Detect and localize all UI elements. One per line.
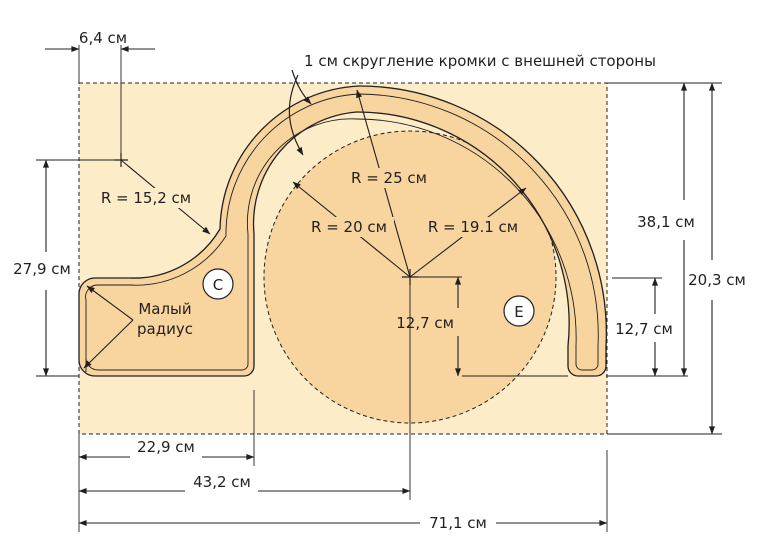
r-25-bg xyxy=(344,168,432,188)
part-e-badge xyxy=(503,295,535,327)
arch-edge-line-inner xyxy=(85,118,577,371)
edge-note-leader-2 xyxy=(288,74,304,156)
small-radius-leader-2 xyxy=(83,319,134,369)
dim-27-9-label: 27,9 см xyxy=(13,260,71,278)
small-radius-leader-1 xyxy=(86,285,134,321)
arch-edge-line-outer xyxy=(85,93,599,372)
dim-43-2-label: 43,2 см xyxy=(193,473,251,491)
dim-38-1-bg xyxy=(630,212,700,232)
dim-12-7-center-label: 12,7 см xyxy=(396,314,454,332)
edge-note-leader-1 xyxy=(291,69,312,105)
part-c-letter: C xyxy=(213,276,223,294)
dim-20-3-bg xyxy=(686,270,750,290)
radius-25-label: R = 25 см xyxy=(351,169,427,187)
radius-15-2-label: R = 15,2 см xyxy=(101,189,191,207)
small-radius-label-line1: Малый xyxy=(138,300,191,318)
part-e-letter: E xyxy=(514,303,523,321)
radius-20-label: R = 20 см xyxy=(311,218,387,236)
r-15-2-bg xyxy=(94,188,198,208)
edge-rounding-note: 1 см скругление кромки с внешней стороны xyxy=(304,52,656,70)
dim-22-9-label: 22,9 см xyxy=(137,438,195,456)
dim-38-1-label: 38,1 см xyxy=(637,213,695,231)
dim-27-9-bg xyxy=(10,259,76,279)
radius-19-1-label: R = 19.1 см xyxy=(428,218,518,236)
r-19-1-bg xyxy=(421,217,525,237)
arch-part-c xyxy=(78,85,607,377)
part-c-badge xyxy=(202,268,234,300)
dim-6-4-label: 6,4 см xyxy=(79,29,127,47)
small-radius-label-line2: радиус xyxy=(137,320,193,338)
dim-71-1-label: 71,1 см xyxy=(429,514,487,532)
r-20-bg xyxy=(304,217,394,237)
dim-12-7-right-label: 12,7 см xyxy=(615,320,673,338)
dim-20-3-label: 20,3 см xyxy=(688,271,746,289)
dimension-lines xyxy=(42,45,716,527)
